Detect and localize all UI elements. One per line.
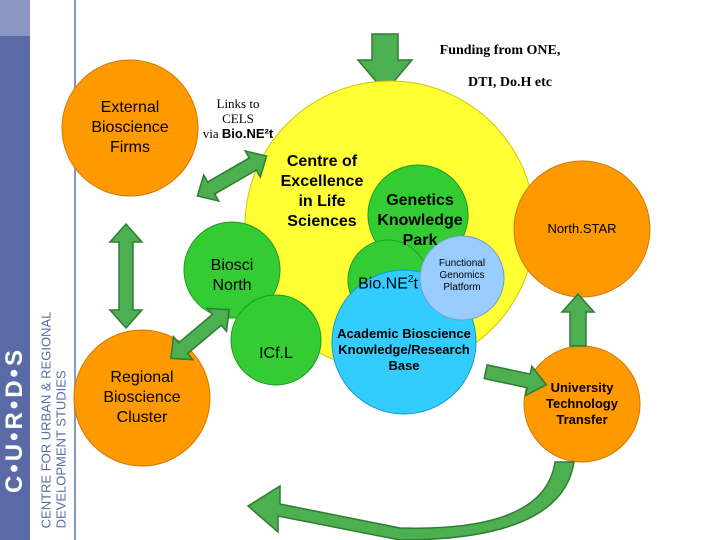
university-northstar-arrow xyxy=(560,292,596,347)
regional-line2: Bioscience xyxy=(103,389,181,406)
external-firms-line2: Bioscience xyxy=(91,119,169,136)
functional-line3: Platform xyxy=(443,282,481,293)
bioscinorth-line1: Biosci xyxy=(210,257,254,274)
external-firms-label: External Bioscience Firms xyxy=(62,98,198,158)
functional-line1: Functional xyxy=(438,258,486,269)
university-line3: Transfer xyxy=(556,412,608,427)
functional-genomics-circle xyxy=(419,235,505,321)
funding-arrow xyxy=(356,33,414,94)
return-curved-arrow xyxy=(246,461,575,540)
links-line2: CELS xyxy=(222,111,254,126)
brand-strip: C•U•R•D•S CENTRE FOR URBAN & REGIONAL DE… xyxy=(0,0,76,540)
to-university-arrow xyxy=(483,364,548,397)
links-arrow xyxy=(196,149,268,203)
links-line3-strong: Bio.NE²t xyxy=(221,126,274,141)
academic-line1: Academic Bioscience xyxy=(337,326,471,341)
centre-line1: Centre of xyxy=(286,153,358,170)
funding-label-2: DTI, Do.H etc xyxy=(420,74,600,91)
academic-label: Academic Bioscience Knowledge/Research B… xyxy=(326,326,482,374)
regional-line3: Cluster xyxy=(116,409,168,426)
functional-label: Functional Genomics Platform xyxy=(426,258,498,294)
centre-line2: Excellence xyxy=(280,173,364,190)
funding-line1: Funding from ONE, xyxy=(439,43,561,58)
icfl-circle xyxy=(230,294,322,386)
genetics-line2: Knowledge xyxy=(377,212,463,229)
bione2t-text: Bio.NE xyxy=(358,275,408,293)
northstar-circle xyxy=(513,160,651,298)
icfl-label: ICf.L xyxy=(232,344,320,364)
regional-centre-arrow xyxy=(170,307,230,361)
bioscinorth-line2: North xyxy=(212,277,252,294)
university-line1: University xyxy=(550,380,614,395)
links-label: Links to CELS via Bio.NE²t xyxy=(190,96,286,141)
genetics-line1: Genetics xyxy=(386,192,454,209)
bioscinorth-label: Biosci North xyxy=(188,256,276,296)
genetics-line3: Park xyxy=(402,232,438,249)
university-label: University Technology Transfer xyxy=(530,380,634,428)
regional-label: Regional Bioscience Cluster xyxy=(74,368,210,428)
links-line3-prefix: via xyxy=(202,126,222,141)
funding-line2: DTI, Do.H etc xyxy=(468,75,552,90)
links-line1: Links to xyxy=(216,96,260,111)
centre-line4: Sciences xyxy=(287,213,357,230)
bione2t-sup: 2 xyxy=(407,274,414,285)
academic-line3: Base xyxy=(388,358,420,373)
northstar-text: North.STAR xyxy=(547,221,617,236)
external-firms-circle xyxy=(61,59,199,197)
centre-line3: in Life xyxy=(298,193,346,210)
northstar-label: North.STAR xyxy=(522,221,642,237)
bione2t-tail: t xyxy=(413,275,418,293)
links-line3: via Bio.NE²t xyxy=(190,126,286,141)
external-firms-line3: Firms xyxy=(110,139,150,156)
funding-label: Funding from ONE, xyxy=(400,42,600,59)
regional-cluster-circle xyxy=(73,329,211,467)
brand-bar-top xyxy=(0,0,30,36)
regional-line1: Regional xyxy=(110,369,174,386)
genetics-label: Genetics Knowledge Park xyxy=(362,191,478,251)
university-line2: Technology xyxy=(546,396,618,411)
functional-line2: Genomics xyxy=(439,270,485,281)
bione2t-label: Bio.NE2t xyxy=(340,270,436,294)
brand-divider xyxy=(74,0,76,540)
brand-bar xyxy=(0,0,30,540)
icfl-text: ICf.L xyxy=(259,345,293,362)
academic-line2: Knowledge/Research xyxy=(338,342,470,357)
external-firms-line1: External xyxy=(100,99,160,116)
firms-regional-arrow xyxy=(108,222,144,330)
centre-label: Centre of Excellence in Life Sciences xyxy=(262,152,382,232)
bioscinorth-circle xyxy=(183,221,281,319)
